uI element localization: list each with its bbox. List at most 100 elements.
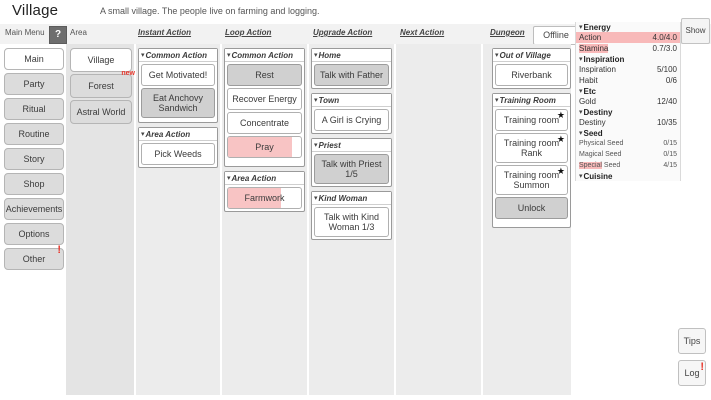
status-category-label: Inspiration [583, 54, 625, 64]
main-menu-item-achievements[interactable]: Achievements [4, 198, 64, 220]
column-header-dungeon[interactable]: Dungeon [490, 28, 525, 37]
column-header-instant-action[interactable]: Instant Action [138, 28, 192, 37]
main-menu-item-other[interactable]: Other! [4, 244, 64, 270]
status-category[interactable]: ▾Inspiration [576, 54, 680, 64]
header: Village A small village. The people live… [0, 0, 711, 24]
area-item-astral-world[interactable]: Astral World [70, 100, 132, 124]
main-menu-item-ritual[interactable]: Ritual [4, 98, 64, 120]
action-button[interactable]: Talk with Kind Woman 1/3 [314, 207, 389, 237]
action-button[interactable]: Concentrate [227, 112, 302, 134]
progress-fill [228, 137, 293, 157]
chevron-down-icon: ▾ [495, 97, 499, 104]
action-button[interactable]: Get Motivated! [141, 64, 215, 86]
group-header[interactable]: ▾Common Action [139, 49, 217, 62]
action-button[interactable]: Training room★ [495, 109, 568, 131]
main-menu-item-options[interactable]: Options [4, 223, 64, 245]
status-row-marker: Stamina [579, 44, 609, 53]
group-header-label: Home [318, 50, 341, 60]
area-item-label: Village [87, 55, 115, 65]
status-category[interactable]: ▾Cuisine [576, 171, 680, 181]
group-header[interactable]: ▾Common Action [225, 49, 304, 62]
star-icon: ★ [556, 166, 565, 176]
main-menu-item-main[interactable]: Main [4, 48, 64, 70]
main-menu-item-shop[interactable]: Shop [4, 173, 64, 195]
group-header-label: Common Action [231, 50, 293, 60]
chevron-down-icon: ▾ [227, 175, 231, 182]
chevron-down-icon: ▾ [314, 97, 318, 104]
main-menu-item-label: Routine [18, 129, 50, 139]
action-button-label: Riverbank [511, 69, 552, 80]
main-menu-item-routine[interactable]: Routine [4, 123, 64, 145]
action-button[interactable]: Recover Energy [227, 88, 302, 110]
main-menu-item-label: Other [22, 254, 46, 264]
group-header[interactable]: ▾Priest [312, 139, 391, 152]
action-button-label: Pray [255, 141, 274, 152]
action-button[interactable]: Talk with Priest 1/5 [314, 154, 389, 184]
action-button[interactable]: A Girl is Crying [314, 109, 389, 131]
action-button[interactable]: Pick Weeds [141, 143, 215, 165]
chevron-down-icon: ▾ [227, 52, 231, 59]
chevron-down-icon: ▾ [579, 24, 583, 31]
menu-alert-badge: ! [57, 244, 61, 256]
action-button-label: Farmwork [244, 192, 285, 203]
group-header[interactable]: ▾Kind Woman [312, 192, 391, 205]
help-button[interactable]: ? [49, 26, 67, 44]
star-icon: ★ [556, 110, 565, 120]
action-button[interactable]: Rest [227, 64, 302, 86]
status-row-label: Destiny [579, 118, 606, 127]
group-header[interactable]: ▾Town [312, 94, 391, 107]
action-button-label: Concentrate [239, 117, 290, 128]
status-category[interactable]: ▾Energy [576, 22, 680, 32]
action-button-label: Training room Summon [503, 169, 560, 190]
group-header[interactable]: ▾Area Action [139, 128, 217, 141]
action-button[interactable]: Unlock [495, 197, 568, 219]
action-button[interactable]: Pray [227, 136, 302, 158]
action-button[interactable]: Riverbank [495, 64, 568, 86]
show-button[interactable]: Show [681, 18, 710, 44]
group-header[interactable]: ▾Out of Village [493, 49, 570, 62]
status-row-value: 0/15 [663, 140, 677, 147]
status-row-value: 5/100 [656, 65, 677, 74]
action-button[interactable]: Farmwork [227, 187, 302, 209]
chevron-down-icon: ▾ [579, 173, 583, 180]
column-header-loop-action[interactable]: Loop Action [225, 28, 272, 37]
log-button[interactable]: Log ! [678, 360, 706, 386]
action-button-label: Get Motivated! [148, 69, 208, 80]
action-button[interactable]: Training room Rank★ [495, 133, 568, 163]
page-description: A small village. The people live on farm… [100, 6, 320, 16]
chevron-down-icon: ▾ [579, 88, 583, 95]
main-menu-item-label: Ritual [22, 104, 46, 114]
column-header-next-action[interactable]: Next Action [400, 28, 445, 37]
main-menu-item-story[interactable]: Story [4, 148, 64, 170]
area-item-village[interactable]: Village [70, 48, 132, 72]
action-button-label: Rest [255, 69, 274, 80]
status-category-label: Etc [583, 86, 596, 96]
group-header[interactable]: ▾Training Room [493, 94, 570, 107]
group-header[interactable]: ▾Area Action [225, 172, 304, 185]
status-category[interactable]: ▾Etc [576, 86, 680, 96]
column-header-upgrade-action[interactable]: Upgrade Action [313, 28, 373, 37]
action-button-label: Recover Energy [232, 93, 297, 104]
column-header-main-menu: Main Menu [5, 28, 45, 37]
tips-button[interactable]: Tips [678, 328, 706, 354]
chevron-down-icon: ▾ [141, 52, 145, 59]
offline-button[interactable]: Offline [533, 26, 579, 45]
action-button[interactable]: Training room Summon★ [495, 165, 568, 195]
action-button[interactable]: Eat Anchovy Sandwich [141, 88, 215, 118]
chevron-down-icon: ▾ [579, 56, 583, 63]
status-category[interactable]: ▾Seed [576, 128, 680, 138]
status-category[interactable]: ▾Destiny [576, 107, 680, 117]
action-button[interactable]: Talk with Father [314, 64, 389, 86]
group-header-label: Kind Woman [318, 193, 368, 203]
group-header[interactable]: ▾Home [312, 49, 391, 62]
main-menu-item-party[interactable]: Party [4, 73, 64, 95]
main-menu-item-label: Achievements [5, 204, 63, 214]
